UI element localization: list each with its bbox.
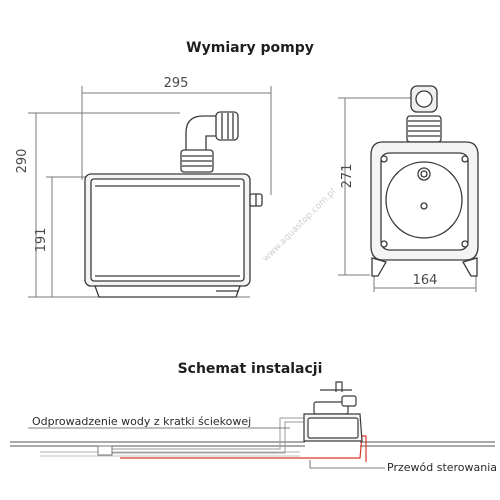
control-cable-label: Przewód sterowania [387, 461, 497, 474]
floor-layers [10, 441, 495, 457]
installation-schematic: Odprowadzenie wody z kratki ściekowej Pr… [10, 381, 497, 474]
pump-body-front [370, 141, 479, 277]
length-value: 295 [164, 76, 189, 91]
width-dimension [373, 276, 477, 292]
total-height-value: 290 [15, 149, 30, 174]
front-height-value: 271 [340, 164, 355, 189]
pump-unit-installed [303, 381, 363, 442]
width-value: 164 [413, 273, 438, 288]
outlet-front [406, 85, 442, 143]
label-leaders [28, 427, 385, 469]
drain-label: Odprowadzenie wody z kratki ściekowej [32, 415, 251, 428]
installation-title: Schemat instalacji [177, 361, 323, 377]
watermark-text: www.aquastop.com.pl [261, 187, 338, 264]
pump-body-side [84, 173, 263, 298]
front-view: 271 164 [338, 85, 479, 292]
side-view: 295 290 191 [15, 76, 272, 298]
dimensions-title: Wymiary pompy [186, 40, 314, 56]
body-height-value: 191 [34, 228, 49, 253]
length-dimension [81, 86, 272, 195]
outlet-elbow [180, 111, 239, 173]
front-height-dimension [338, 97, 420, 276]
drain-pipe [97, 417, 310, 456]
